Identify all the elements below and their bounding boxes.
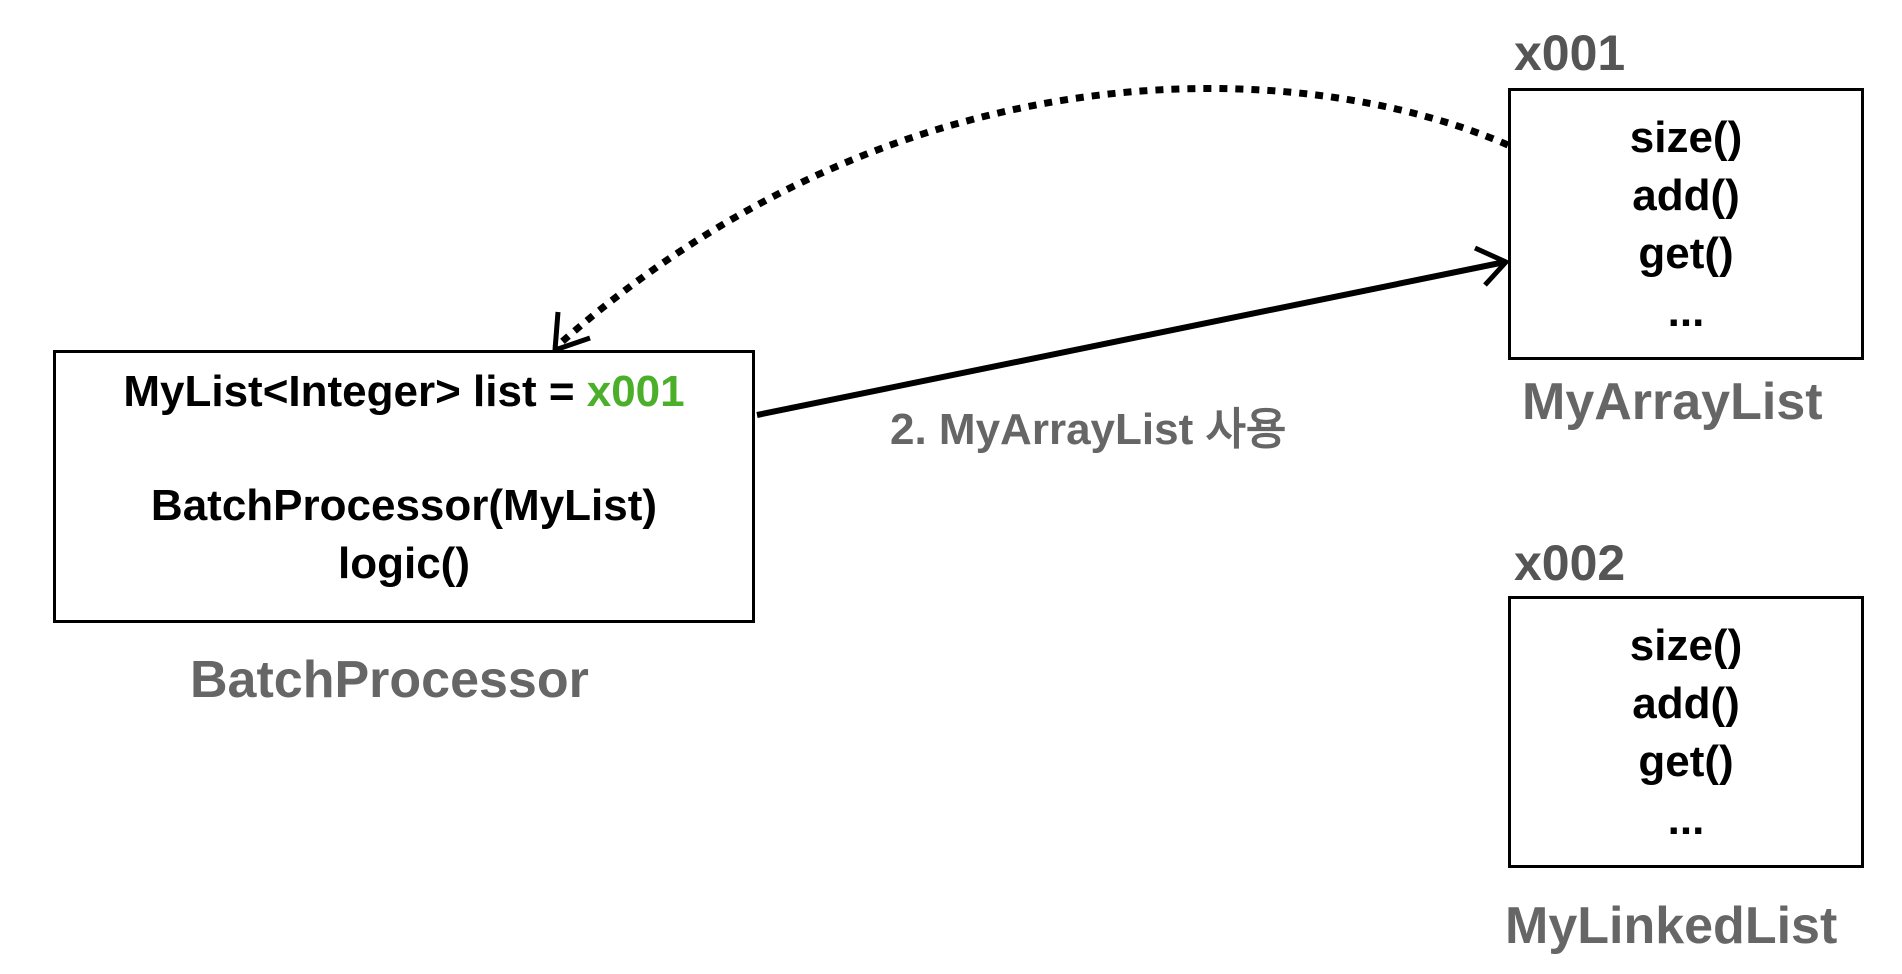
- batch-processor-label: BatchProcessor: [190, 651, 589, 709]
- arrow-label: 2. MyArrayList 사용: [890, 405, 1287, 454]
- method-item: add(): [1632, 679, 1740, 728]
- method-item: get(): [1638, 229, 1734, 278]
- method-item: get(): [1638, 737, 1734, 786]
- linked-list-box: size() add() get() ...: [1508, 596, 1864, 868]
- logic-method: logic(): [338, 539, 470, 588]
- solid-arrow-head: [1473, 245, 1509, 287]
- linked-list-label: MyLinkedList: [1505, 897, 1838, 955]
- dotted-reference-arrow: [552, 85, 1510, 351]
- dotted-arrow-head: [552, 311, 591, 353]
- list-field-line: MyList<Integer> list = x001: [56, 367, 752, 417]
- method-item: ...: [1667, 287, 1705, 336]
- method-item: ...: [1667, 795, 1705, 844]
- solid-usage-arrow: [756, 259, 1506, 418]
- array-list-box: size() add() get() ...: [1508, 88, 1864, 360]
- list-field-declaration: MyList<Integer> list =: [123, 367, 587, 416]
- array-list-label: MyArrayList: [1522, 373, 1823, 431]
- method-item: add(): [1632, 171, 1740, 220]
- list-field-value: x001: [586, 367, 685, 416]
- linked-list-address: x002: [1514, 535, 1626, 591]
- constructor-signature: BatchProcessor(MyList): [150, 481, 658, 530]
- method-item: size(): [1629, 621, 1743, 670]
- array-list-address: x001: [1514, 25, 1626, 81]
- batch-processor-box: MyList<Integer> list = x001 BatchProcess…: [53, 350, 755, 623]
- method-item: size(): [1629, 113, 1743, 162]
